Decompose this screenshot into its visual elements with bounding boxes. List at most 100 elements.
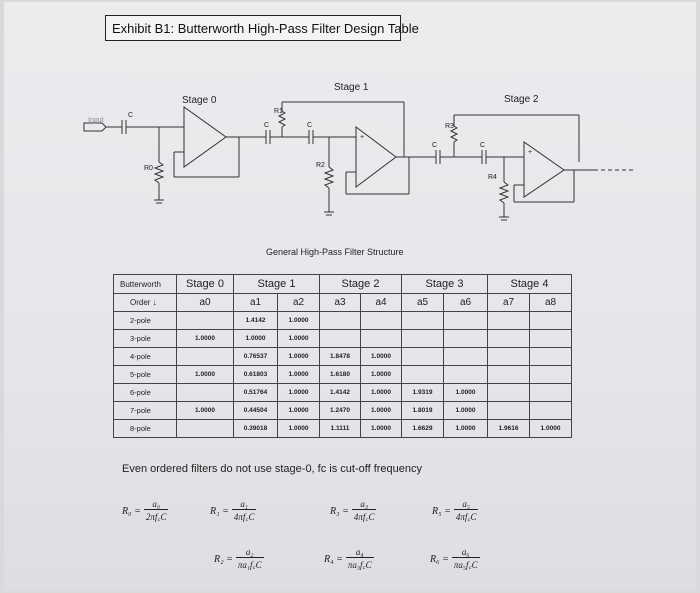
c1a-label: C <box>264 122 270 129</box>
table-row: 4-pole 0.76537 1.0000 1.8478 1.0000 <box>113 347 572 366</box>
table-cell: 1.0000 <box>277 347 320 366</box>
r3-resistor <box>449 125 459 143</box>
table-cell <box>176 347 234 366</box>
plus-label-2: + <box>528 149 533 156</box>
formula-lhs: R₃ = <box>330 505 349 517</box>
r4-label: R4 <box>488 174 497 181</box>
input-label: Input <box>88 117 104 124</box>
stage1-label: Stage 1 <box>334 82 369 93</box>
coef-header: a5 <box>401 293 444 312</box>
exhibit-title-box: Exhibit B1: Butterworth High-Pass Filter… <box>105 15 419 41</box>
formula-lhs: R₅ = <box>432 505 451 517</box>
table-row: 8-pole 0.39018 1.0000 1.1111 1.0000 1.66… <box>113 419 572 438</box>
table-cell: 1.0000 <box>277 311 320 330</box>
input-arrow-shape <box>83 122 107 132</box>
butterworth-design-table: Butterworth Stage 0 Stage 1 Stage 2 Stag… <box>113 274 572 438</box>
formula-lhs: R₀ = <box>122 505 141 517</box>
formula-lhs: R₁ = <box>210 505 229 517</box>
formula-denominator: 4πf꜀C <box>231 509 257 523</box>
table-cell <box>176 383 234 402</box>
formula-denominator: πa₅f꜀C <box>451 557 480 571</box>
table-cell: 1.0000 <box>360 383 402 402</box>
table-cell: 1.0000 <box>277 365 320 384</box>
formula-numerator: a₄ <box>355 547 364 557</box>
coef-header: a1 <box>233 293 278 312</box>
table-cell <box>529 347 572 366</box>
coef-header: a4 <box>360 293 402 312</box>
stage2-label: Stage 2 <box>504 94 539 105</box>
table-cell <box>401 329 444 348</box>
table-cell: 0.61803 <box>233 365 278 384</box>
table-cell <box>360 311 402 330</box>
formula-denominator: πa₃f꜀C <box>345 557 374 571</box>
table-row: 7-pole 1.0000 0.44504 1.0000 1.2470 1.00… <box>113 401 572 420</box>
table-cell <box>443 365 488 384</box>
formula-numerator: a₆ <box>461 547 470 557</box>
table-cell: 1.8019 <box>401 401 444 420</box>
table-cell <box>401 311 444 330</box>
table-cell <box>529 329 572 348</box>
table-cell <box>487 383 530 402</box>
coef-header: a3 <box>319 293 361 312</box>
table-cell: 0.44504 <box>233 401 278 420</box>
formula-lhs: R₄ = <box>324 553 343 565</box>
table-cell <box>176 311 234 330</box>
stage2-opamp <box>523 141 565 198</box>
formula-numerator: a₂ <box>245 547 254 557</box>
table-cell <box>529 401 572 420</box>
table-row: 3-pole 1.0000 1.0000 1.0000 <box>113 329 572 348</box>
table-cell: 1.0000 <box>443 383 488 402</box>
coef-header: a2 <box>277 293 320 312</box>
row-order-label: 3-pole <box>113 329 177 348</box>
table-cell <box>487 401 530 420</box>
table-cell: 1.9319 <box>401 383 444 402</box>
table-cell: 1.0000 <box>277 401 320 420</box>
table-cell: 1.0000 <box>176 329 234 348</box>
r0-label: R0 <box>144 165 153 172</box>
coef-header: a7 <box>487 293 530 312</box>
table-cell: 1.0000 <box>443 419 488 438</box>
row-order-label: 2-pole <box>113 311 177 330</box>
table-cell: 1.6629 <box>401 419 444 438</box>
table-cell: 1.0000 <box>360 401 402 420</box>
formula-denominator: 2πf꜀C <box>143 509 169 523</box>
row-order-label: 7-pole <box>113 401 177 420</box>
r4-resistor <box>498 181 510 204</box>
table-cell: 1.0000 <box>529 419 572 438</box>
r2-label: R2 <box>316 162 325 169</box>
stage-header-3: Stage 3 <box>401 274 488 294</box>
table-cell: 1.0000 <box>176 401 234 420</box>
filter-circuit-diagram <box>83 101 634 221</box>
row-order-label: 5-pole <box>113 365 177 384</box>
table-cell: 1.6180 <box>319 365 361 384</box>
table-cell: 1.0000 <box>360 365 402 384</box>
table-row: 2-pole 1.4142 1.0000 <box>113 311 572 330</box>
table-cell: 1.9616 <box>487 419 530 438</box>
formula-denominator: 4πf꜀C <box>453 509 479 523</box>
c2a-label: C <box>432 142 438 149</box>
c1b-label: C <box>307 122 313 129</box>
document-page: Exhibit B1: Butterworth High-Pass Filter… <box>4 2 696 591</box>
formula-lhs: R₆ = <box>430 553 449 565</box>
formula-numerator: a₀ <box>152 499 160 509</box>
stage0-opamp <box>183 106 227 168</box>
formula-lhs: R₂ = <box>214 553 233 565</box>
plus-label-1: + <box>360 134 365 141</box>
table-cell: 0.39018 <box>233 419 278 438</box>
coef-header: a0 <box>176 293 234 312</box>
stage0-label: Stage 0 <box>182 95 217 106</box>
table-cell: 0.76537 <box>233 347 278 366</box>
formula-numerator: a₅ <box>462 499 470 509</box>
coef-header: a8 <box>529 293 572 312</box>
table-cell: 1.0000 <box>233 329 278 348</box>
r0-resistor <box>153 161 165 184</box>
table-cell <box>319 329 361 348</box>
table-cell: 1.2470 <box>319 401 361 420</box>
table-cell: 1.0000 <box>176 365 234 384</box>
table-cell: 1.0000 <box>443 401 488 420</box>
